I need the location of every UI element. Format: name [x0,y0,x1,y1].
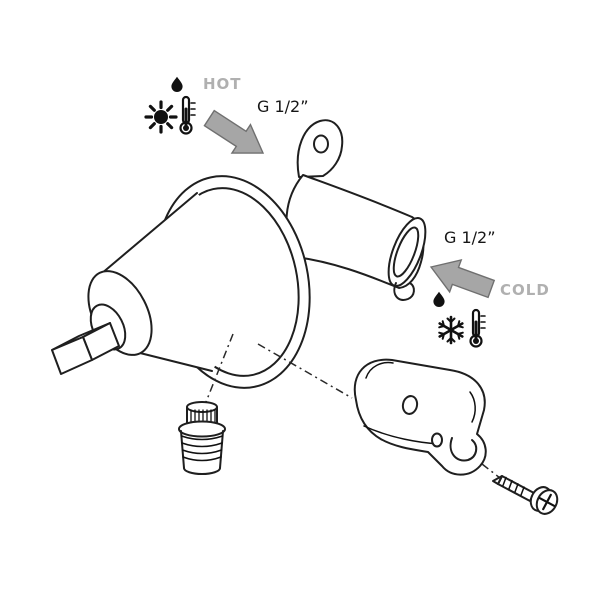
screw-threads [502,476,525,496]
assembly-guide-line [257,343,353,399]
shower-holder [353,358,487,476]
droplet-icon [171,76,183,92]
cold-annotation: G 1/2” COLD [429,228,550,348]
adapter-nut [178,401,226,475]
droplet-icon [433,291,445,307]
ear-hole [313,134,329,154]
holder-small-hole [431,432,443,448]
arrow-left-icon [429,258,496,299]
valve-cartridge [51,192,234,375]
hot-annotation: HOT G 1/2” [144,75,309,154]
pipe-opening [392,226,420,278]
phillips-cross-icon [538,493,556,511]
g-half-right-label: G 1/2” [444,228,496,247]
sun-thermometer-icon [144,95,196,135]
holder-clamp-slot [449,437,478,462]
screw [492,475,559,515]
g-half-top-label: G 1/2” [257,97,309,116]
cold-label: COLD [500,281,550,299]
screw-tip [492,475,503,485]
hot-label: HOT [203,75,242,93]
pipe-clip [393,282,415,301]
snowflake-thermometer-icon [438,308,486,348]
arrow-down-right-icon [203,109,265,154]
mounting-ear [296,119,344,178]
threads [180,435,224,462]
assembly-guide-line [481,463,501,479]
square-spindle [51,322,120,375]
holder-hole [401,395,419,415]
assembly-guide-line [205,333,234,403]
inlet-pipe [285,119,427,301]
